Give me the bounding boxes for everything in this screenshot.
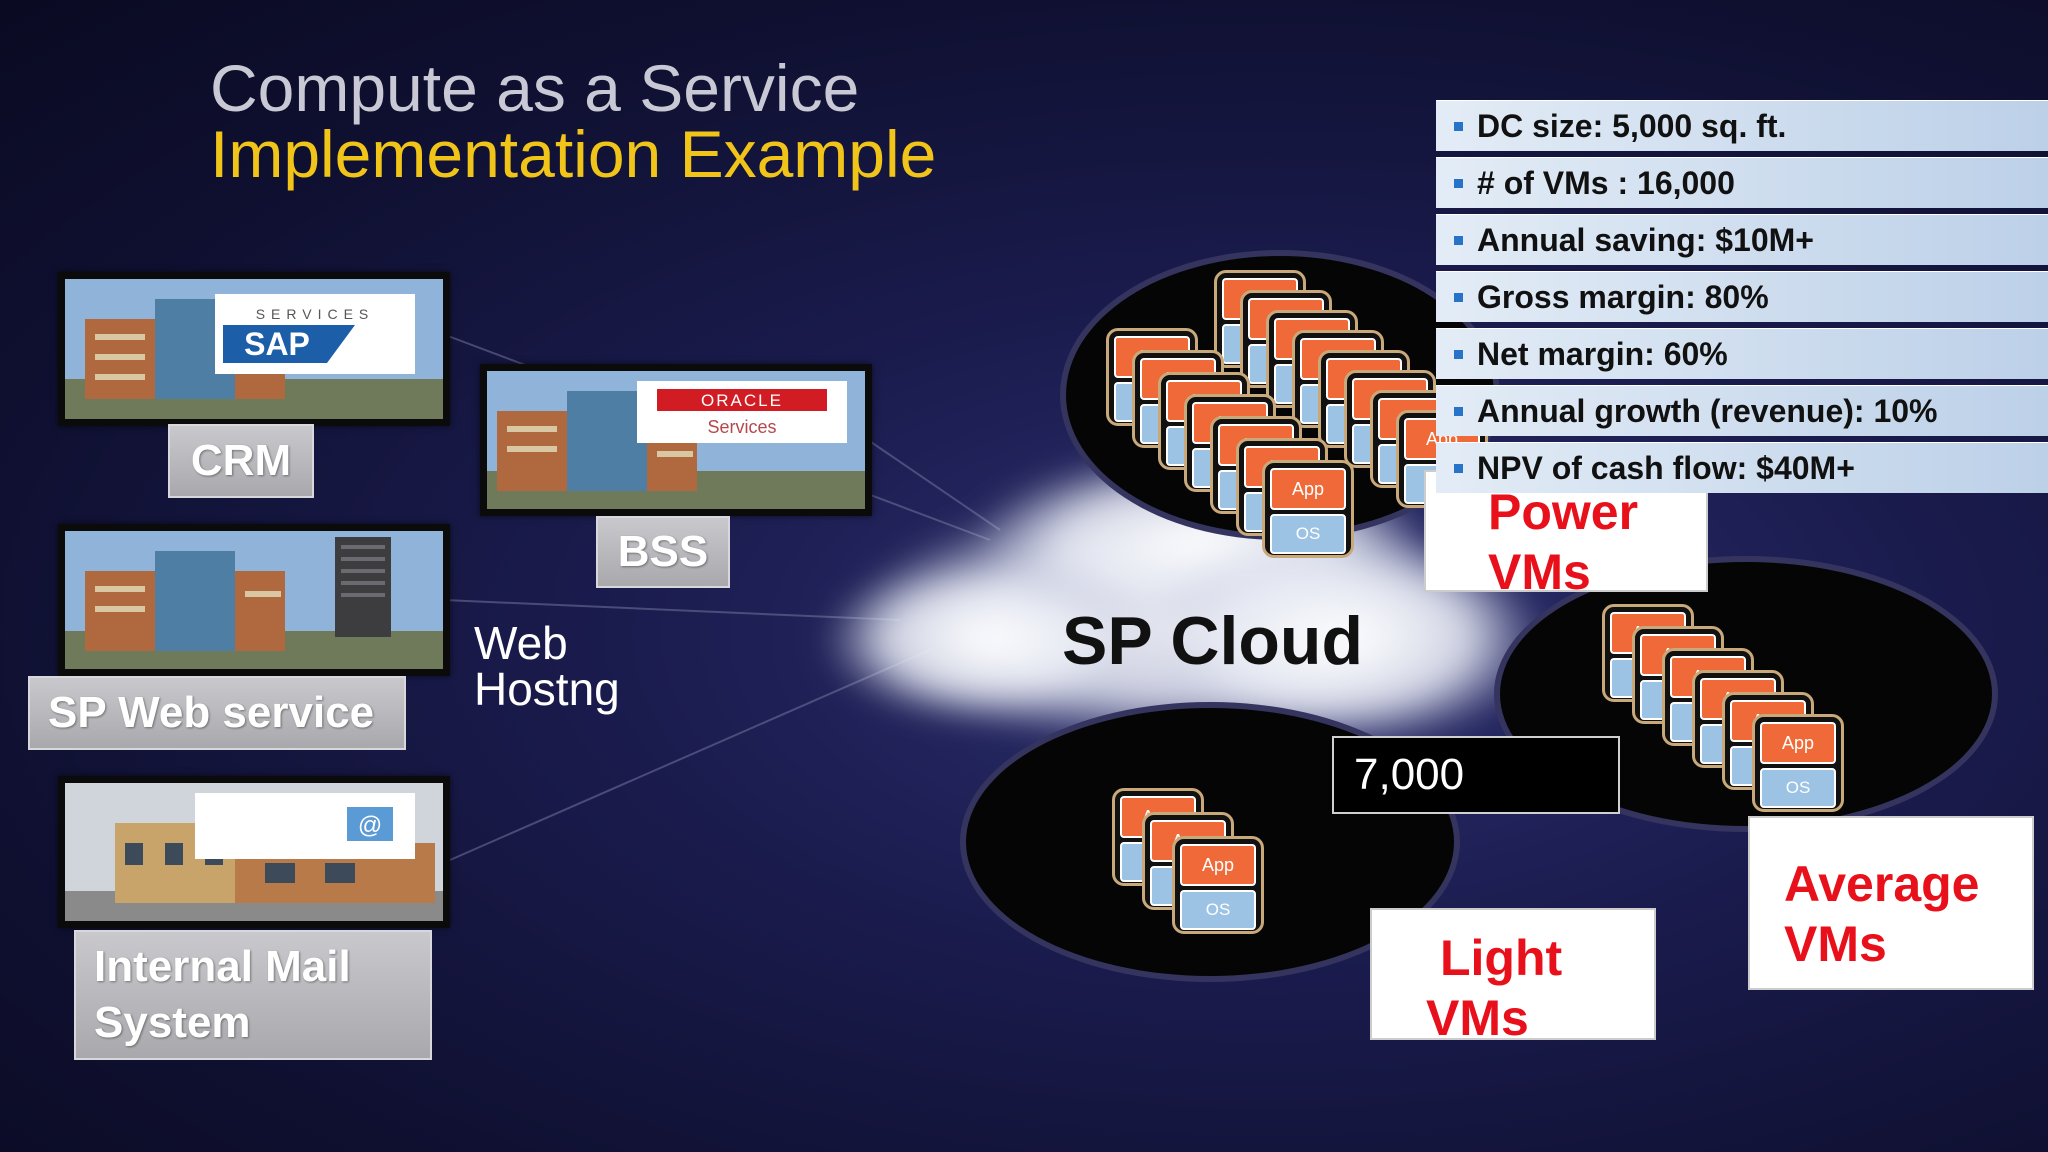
- mail-label: Internal Mail System: [74, 930, 432, 1060]
- vm-os-layer: OS: [1270, 514, 1346, 554]
- cloud-shape: [820, 450, 1550, 750]
- vm-os-layer: OS: [1760, 768, 1836, 808]
- bullet-icon: [1454, 349, 1463, 359]
- bss-thumbnail: ORACLE Services: [480, 364, 872, 516]
- stat-row: Annual growth (revenue): 10%: [1436, 385, 2048, 436]
- stat-row: Annual saving: $10M+: [1436, 214, 2048, 265]
- stat-row: Gross margin: 80%: [1436, 271, 2048, 322]
- oracle-logo-sub: Services: [707, 417, 776, 437]
- bullet-icon: [1454, 406, 1463, 416]
- crm-thumbnail: SERVICES SAP: [58, 272, 450, 426]
- average-vms-label: Average VMs: [1748, 816, 2034, 990]
- sp-cloud-label: SP Cloud: [1062, 603, 1363, 679]
- stats-panel: DC size: 5,000 sq. ft. # of VMs : 16,000…: [1436, 100, 2048, 499]
- bullet-icon: [1454, 121, 1463, 131]
- sap-logo-sub: SERVICES: [256, 306, 375, 322]
- light-vm-count: 7,000: [1332, 736, 1620, 814]
- bullet-icon: [1454, 235, 1463, 245]
- web-hosting-caption: Web Hostng: [474, 617, 620, 715]
- vm-app-layer: App: [1270, 468, 1346, 510]
- bullet-icon: [1454, 292, 1463, 302]
- vm-app-layer: App: [1180, 844, 1256, 886]
- sap-logo-text: SAP: [244, 326, 310, 362]
- web-service-label: SP Web service: [28, 676, 406, 750]
- email-icon: @: [358, 812, 382, 839]
- bullet-icon: [1454, 463, 1463, 473]
- oracle-logo-text: ORACLE: [701, 391, 783, 410]
- mail-thumbnail: @: [58, 776, 450, 928]
- stat-row: NPV of cash flow: $40M+: [1436, 442, 2048, 493]
- slide-title-line2: Implementation Example: [210, 117, 937, 191]
- vm-app-layer: App: [1760, 722, 1836, 764]
- slide-title-line1: Compute as a Service: [210, 51, 860, 125]
- vm-os-layer: OS: [1180, 890, 1256, 930]
- stat-row: DC size: 5,000 sq. ft.: [1436, 100, 2048, 151]
- crm-label: CRM: [168, 424, 314, 498]
- bullet-icon: [1454, 178, 1463, 188]
- web-service-thumbnail: [58, 524, 450, 676]
- light-vms-label: Light VMs: [1370, 908, 1656, 1046]
- stat-row: # of VMs : 16,000: [1436, 157, 2048, 208]
- bss-label: BSS: [596, 516, 730, 588]
- stat-row: Net margin: 60%: [1436, 328, 2048, 379]
